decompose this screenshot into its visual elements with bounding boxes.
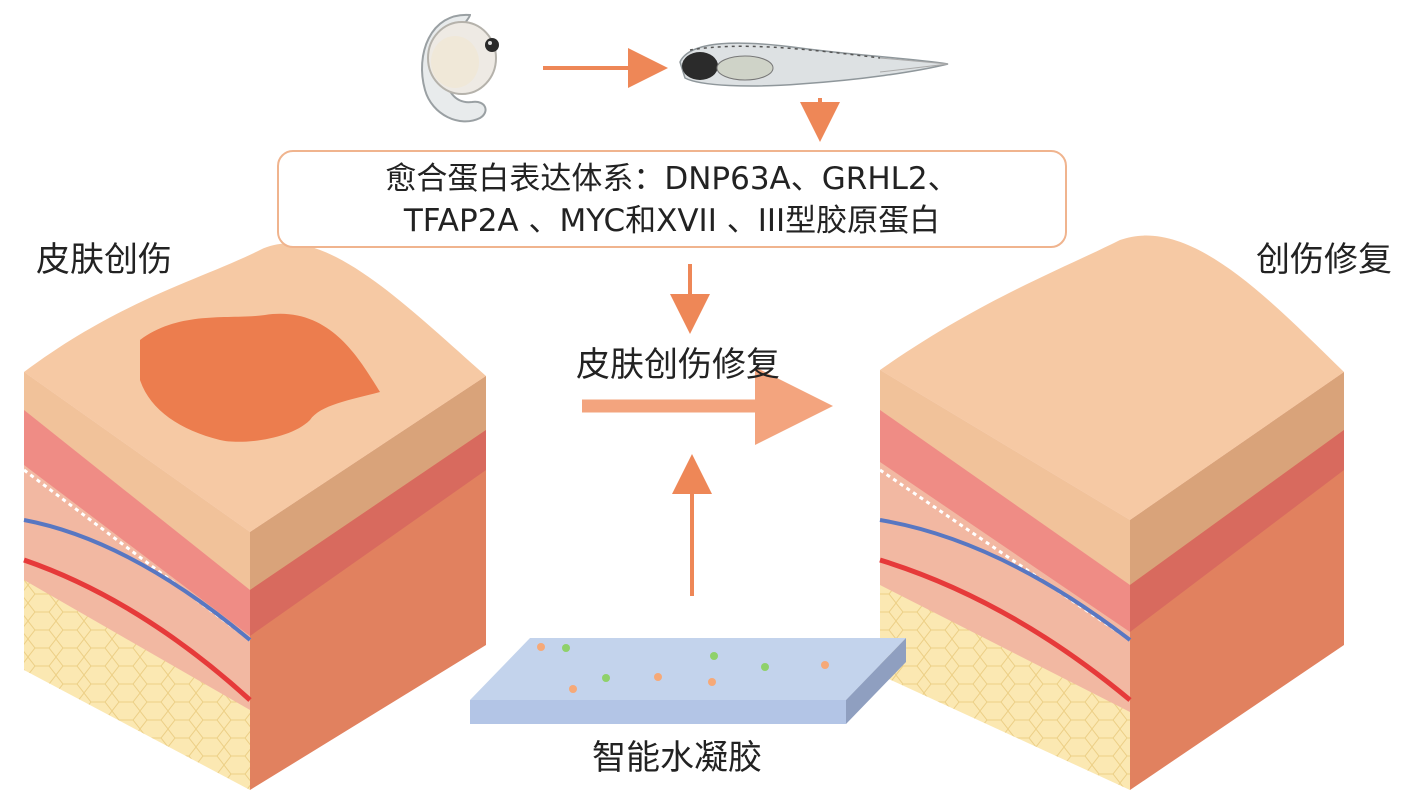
zebrafish-embryo-icon <box>421 13 499 123</box>
expression-line-1: 愈合蛋白表达体系：DNP63A、GRHL2、 <box>385 161 959 197</box>
expression-line-2: TFAP2A 、MYC和XVII 、III型胶原蛋白 <box>403 203 941 239</box>
zebrafish-larva-icon <box>679 42 949 87</box>
label-skin-wound: 皮肤创伤 <box>36 240 172 280</box>
expression-system-box: 愈合蛋白表达体系：DNP63A、GRHL2、 TFAP2A 、MYC和XVII … <box>277 150 1067 248</box>
label-wound-repair: 创伤修复 <box>1256 240 1392 280</box>
hydrogel-slab <box>470 638 906 724</box>
label-skin-wound-repair: 皮肤创伤修复 <box>576 345 780 385</box>
skin-block-wound <box>23 243 486 790</box>
skin-block-healed <box>879 235 1344 790</box>
label-smart-hydrogel: 智能水凝胶 <box>592 738 762 778</box>
